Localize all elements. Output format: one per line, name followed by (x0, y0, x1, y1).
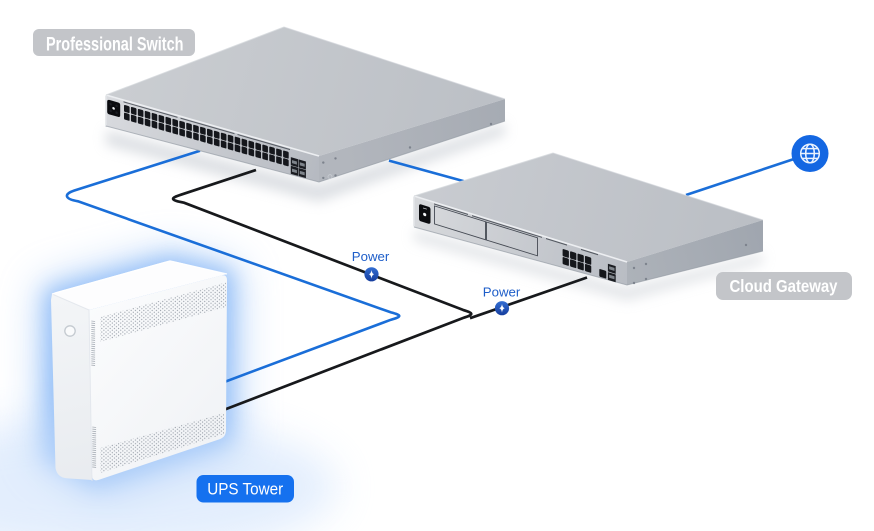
svg-text:Cloud Gateway: Cloud Gateway (730, 276, 838, 296)
svg-text:UPS Tower: UPS Tower (207, 480, 283, 499)
svg-text:Power: Power (483, 286, 521, 300)
svg-text:Professional Switch: Professional Switch (46, 35, 184, 56)
svg-text:Power: Power (352, 250, 390, 264)
